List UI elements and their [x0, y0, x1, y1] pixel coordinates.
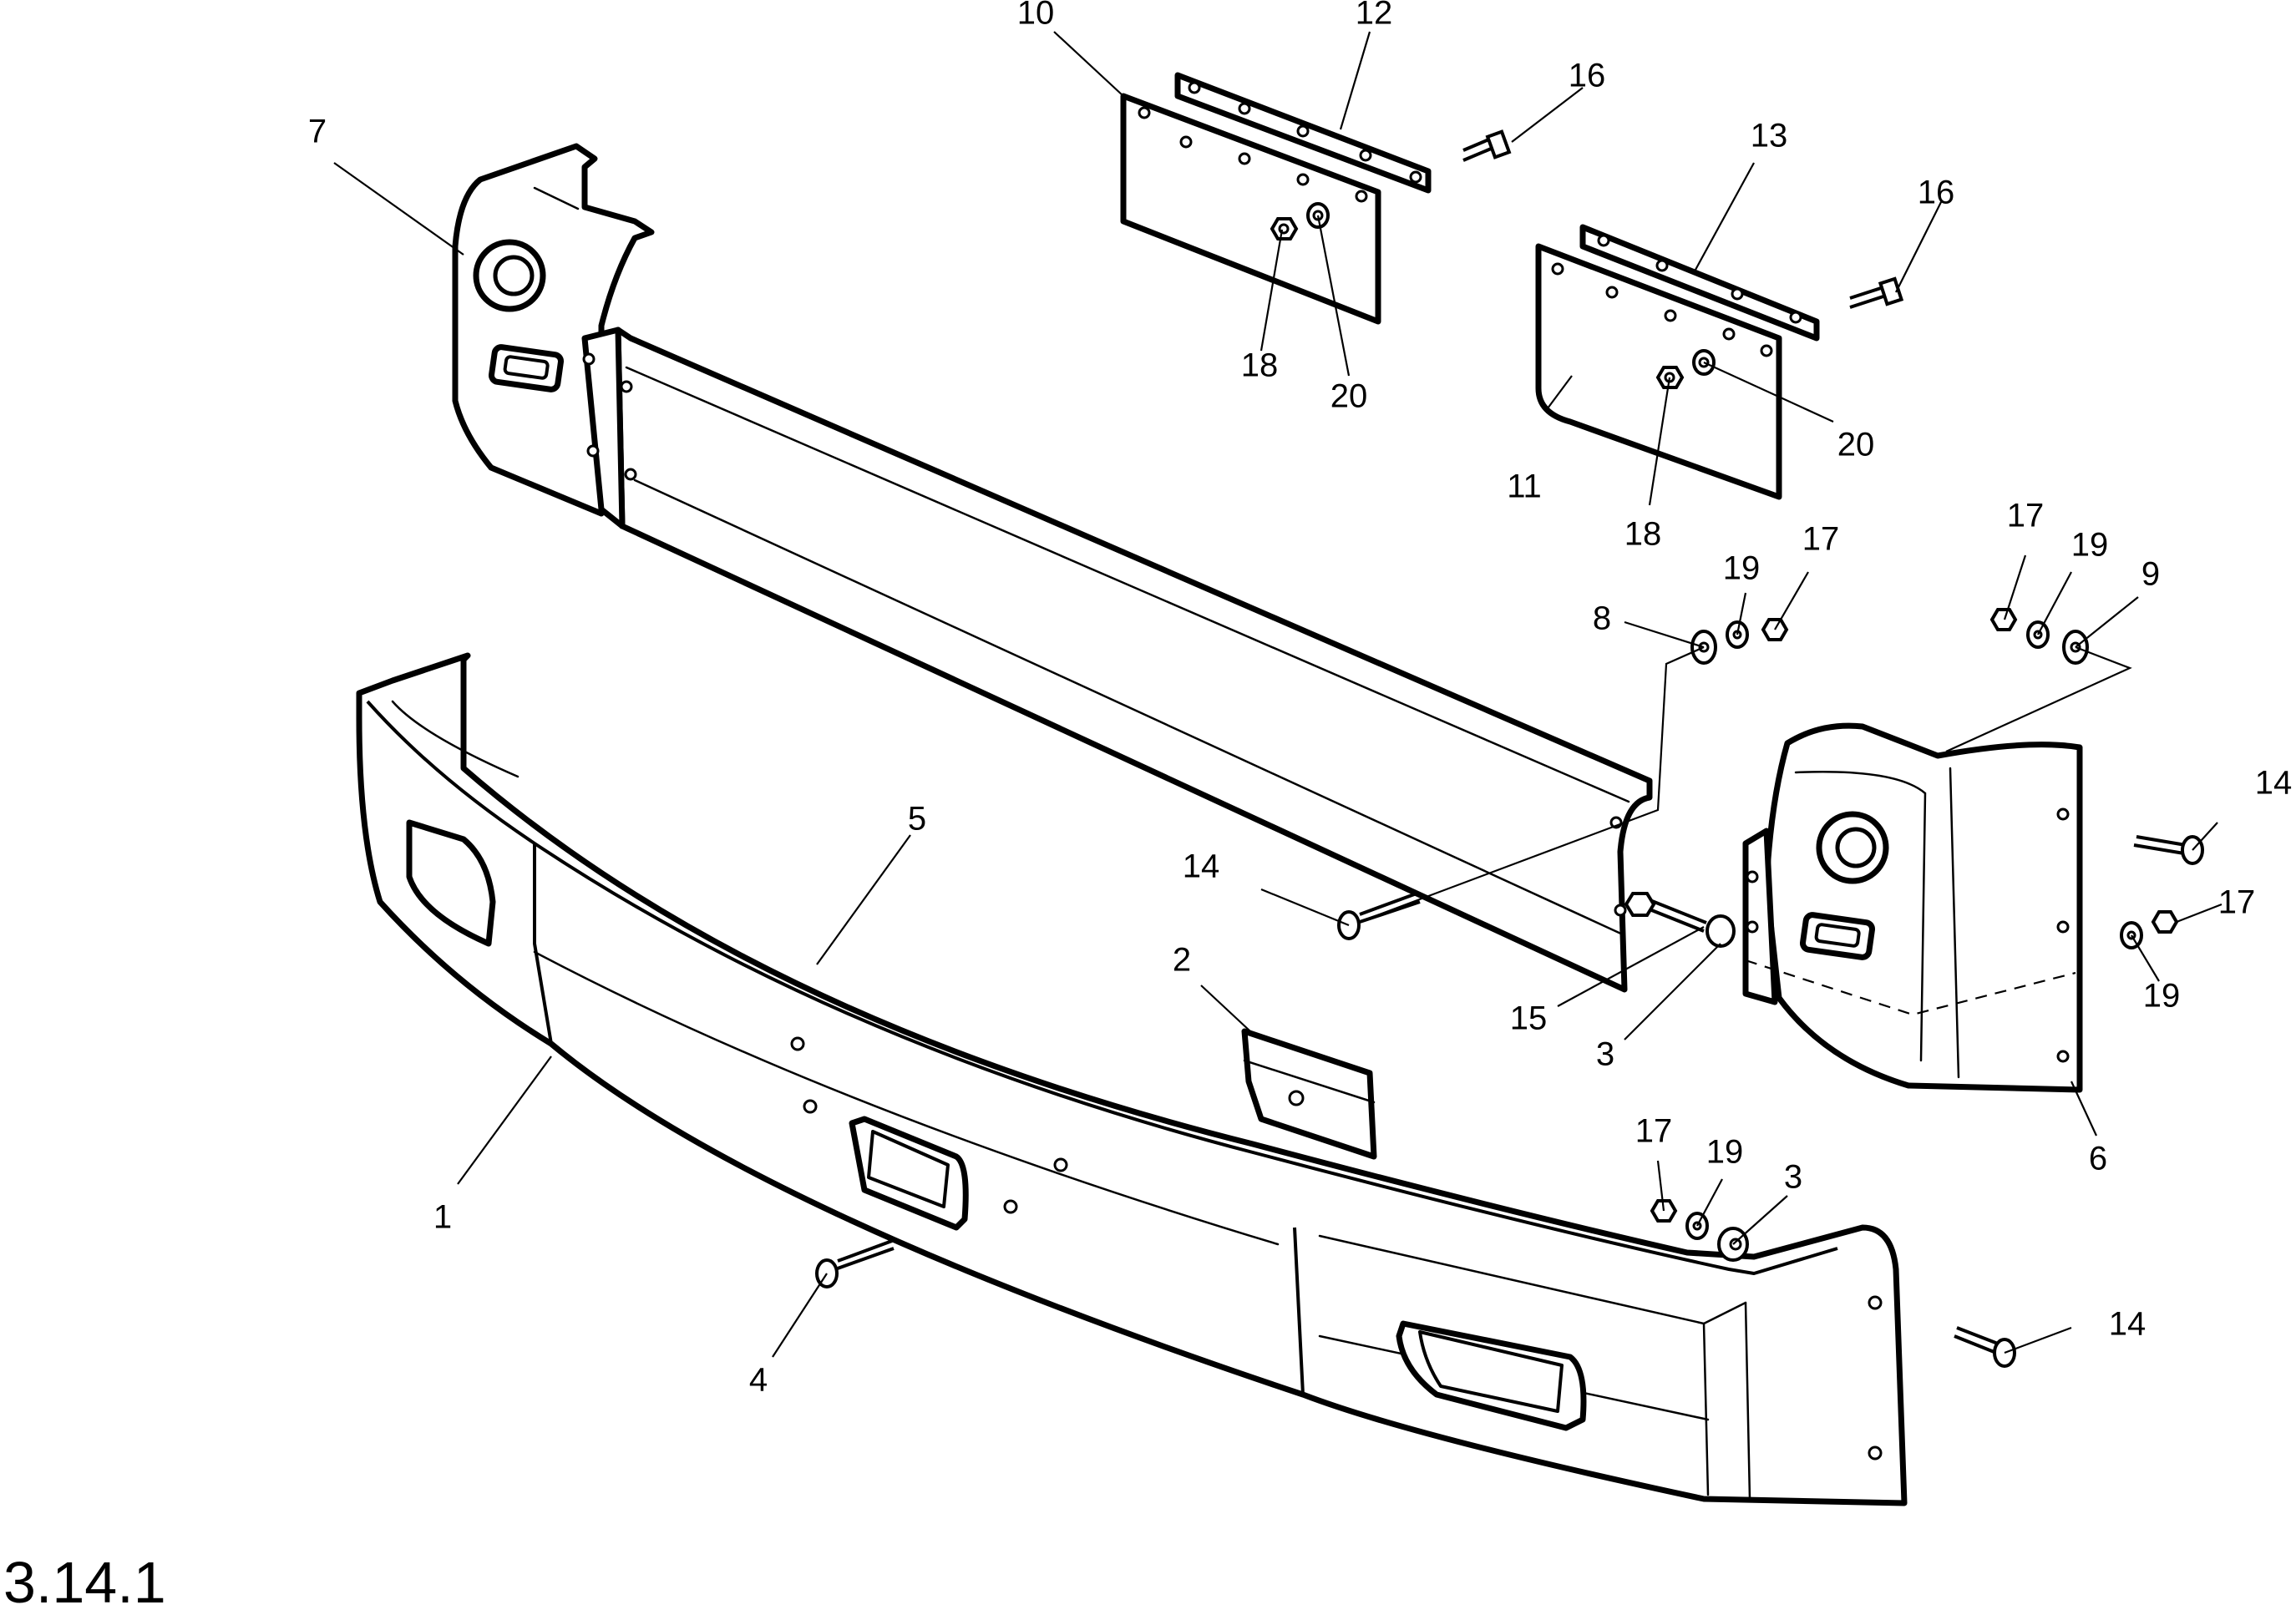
callout-8: 8: [1593, 600, 1611, 637]
callout-17: 17: [2218, 884, 2256, 921]
block-part-2: [1241, 1028, 1377, 1160]
plate-part-10: [1120, 93, 1381, 325]
callout-6: 6: [2089, 1141, 2107, 1177]
leader-lines: [333, 31, 2223, 1358]
bolt-4: [815, 1239, 895, 1288]
callout-10: 10: [1017, 0, 1055, 32]
callout-18: 18: [1624, 516, 1662, 553]
callout-7: 7: [308, 114, 327, 150]
bolt-16-second: [1849, 276, 1904, 309]
bolt-16-top: [1462, 129, 1512, 162]
figure-number: 3.14.1: [3, 1550, 166, 1615]
plate-part-11: [1535, 243, 1782, 500]
end-cap-part-6: [1742, 722, 2083, 1093]
callout-3: 3: [1596, 1036, 1614, 1073]
bolt-14-b: [2133, 835, 2204, 865]
bolt-14-a: [1337, 892, 1421, 940]
callout-1: 1: [433, 1199, 452, 1236]
callout-14: 14: [2109, 1306, 2146, 1343]
callout-9: 9: [2141, 556, 2160, 593]
callout-11: 11: [1507, 468, 1542, 505]
bolt-15: [1624, 892, 1736, 948]
callout-19: 19: [2143, 978, 2181, 1015]
callout-14: 14: [1183, 848, 1220, 885]
bolt-14-c: [1954, 1326, 2016, 1368]
callout-20: 20: [1837, 427, 1875, 463]
callout-19: 19: [1723, 550, 1761, 587]
fasteners-18-20-second: [1655, 349, 1716, 389]
washers-8-19-17: [1690, 618, 1789, 665]
callout-17: 17: [1802, 521, 1840, 558]
callout-16: 16: [1918, 175, 1955, 211]
callout-19: 19: [1706, 1134, 1744, 1171]
callout-14: 14: [2255, 765, 2293, 802]
strip-part-13: [1579, 224, 1820, 342]
assembly-dashed-line: [1745, 959, 2076, 1016]
callout-labels: 10 12 16 13 16 7 18 20 11 20 18 17 19 9 …: [308, 0, 2292, 1399]
end-cap-part-7: [452, 143, 655, 517]
callout-17: 17: [2007, 498, 2045, 534]
callout-16: 16: [1569, 58, 1606, 94]
callout-18: 18: [1241, 347, 1279, 384]
callout-20: 20: [1330, 378, 1368, 415]
bumper-part-1: [356, 652, 1908, 1506]
strip-part-12: [1174, 72, 1432, 194]
fasteners-17-19-lower: [1650, 1199, 1709, 1240]
washers-17-19-9: [1989, 608, 2089, 665]
bar-part-5: [581, 327, 1653, 993]
callout-13: 13: [1751, 118, 1788, 154]
callout-5: 5: [908, 801, 926, 838]
callout-19: 19: [2071, 527, 2109, 564]
fasteners-19-17-right: [2120, 910, 2179, 949]
callout-15: 15: [1510, 1000, 1548, 1037]
callout-12: 12: [1356, 0, 1393, 32]
callout-2: 2: [1173, 942, 1191, 979]
callout-4: 4: [749, 1362, 768, 1399]
callout-3: 3: [1784, 1159, 1802, 1196]
callout-17: 17: [1635, 1113, 1673, 1150]
